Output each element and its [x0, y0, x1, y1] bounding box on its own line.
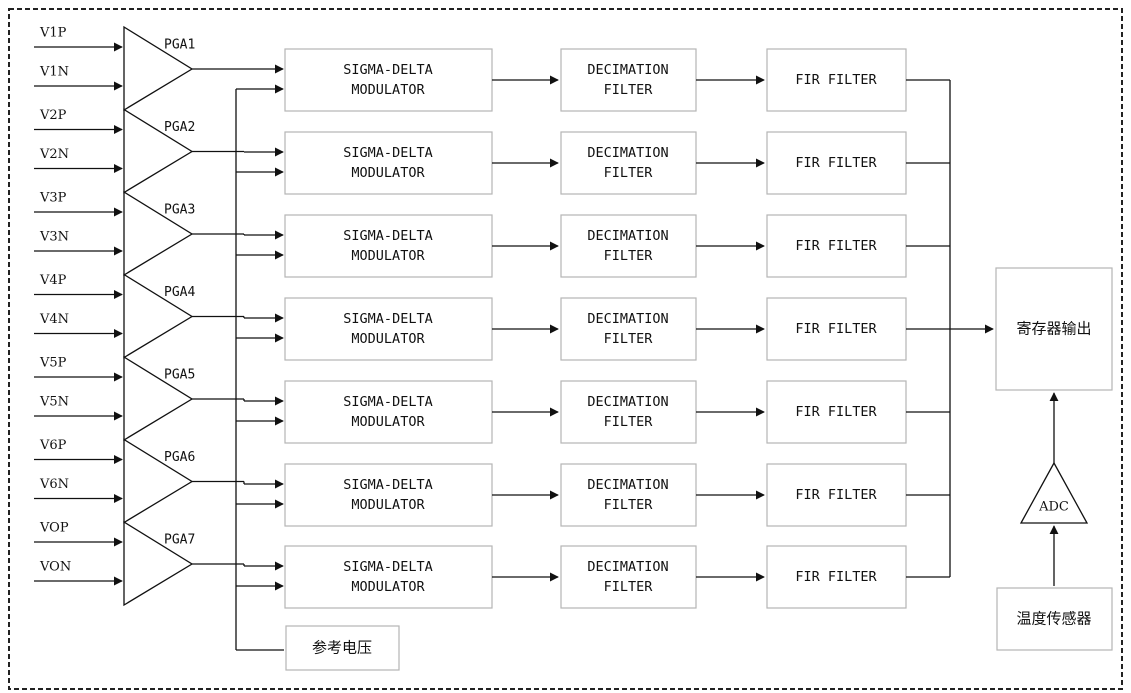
input-label-v1p: V1P [39, 26, 67, 41]
decimation-label-line2-2: FILTER [604, 165, 654, 181]
decimation-filter-box-3 [560, 214, 697, 278]
temperature-sensor-label: 温度传感器 [1016, 610, 1091, 628]
decimation-label-line2-5: FILTER [604, 414, 654, 430]
pga-amplifier-6 [123, 438, 194, 524]
pga-label-4: PGA4 [164, 285, 195, 300]
decimation-label-line2-3: FILTER [604, 248, 654, 264]
fir-label-5: FIR FILTER [795, 404, 877, 420]
decimation-label-line1-3: DECIMATION [587, 228, 668, 244]
input-label-v4n: V4N [39, 312, 69, 327]
modulator-label-line1-1: SIGMA-DELTA [343, 62, 432, 78]
modulator-label-line1-7: SIGMA-DELTA [343, 559, 432, 575]
modulator-label-line1-4: SIGMA-DELTA [343, 311, 432, 327]
modulator-label-line1-2: SIGMA-DELTA [343, 145, 432, 161]
input-label-v3n: V3N [39, 230, 69, 245]
input-label-v1n: V1N [39, 65, 69, 80]
decimation-label-line1-2: DECIMATION [587, 145, 668, 161]
reference-voltage-label: 参考电压 [312, 639, 372, 657]
fir-label-4: FIR FILTER [795, 321, 877, 337]
fir-filter-box-5 [766, 380, 907, 444]
pga-amplifier-1 [123, 25, 194, 112]
modulator-label-line1-5: SIGMA-DELTA [343, 394, 432, 410]
decimation-label-line1-5: DECIMATION [587, 394, 668, 410]
adc-triangle [1019, 461, 1089, 524]
fir-label-3: FIR FILTER [795, 238, 877, 254]
fir-filter-box-1 [766, 48, 907, 112]
pga-amplifier-4 [123, 273, 194, 359]
fir-filter-box-4 [766, 297, 907, 361]
input-label-v2p: V2P [39, 108, 67, 123]
sigma-delta-modulator-box-1 [284, 48, 493, 112]
input-label-v6p: V6P [39, 438, 67, 453]
decimation-label-line1-4: DECIMATION [587, 311, 668, 327]
register-output-label: 寄存器输出 [1016, 320, 1091, 338]
pga-amplifier-5 [123, 355, 194, 442]
input-label-v5p: V5P [39, 356, 67, 371]
modulator-label-line1-3: SIGMA-DELTA [343, 228, 432, 244]
decimation-filter-box-5 [560, 380, 697, 444]
pga-label-5: PGA5 [164, 368, 195, 383]
decimation-label-line2-1: FILTER [604, 82, 654, 98]
dashed-frame [8, 8, 1123, 690]
decimation-filter-box-4 [560, 297, 697, 361]
pga-label-3: PGA3 [164, 203, 195, 218]
modulator-label-line2-2: MODULATOR [351, 165, 425, 181]
decimation-label-line2-6: FILTER [604, 497, 654, 513]
input-label-von: VON [39, 560, 71, 575]
decimation-label-line2-4: FILTER [604, 331, 654, 347]
decimation-filter-box-6 [560, 463, 697, 527]
input-label-v2n: V2N [39, 147, 69, 162]
register-output-box [995, 267, 1113, 391]
adc-label: ADC [1038, 500, 1069, 515]
modulator-label-line2-3: MODULATOR [351, 248, 425, 264]
decimation-label-line1-7: DECIMATION [587, 559, 668, 575]
pga-label-7: PGA7 [164, 533, 195, 548]
temperature-sensor-box [996, 587, 1113, 651]
decimation-filter-box-2 [560, 131, 697, 195]
pga-label-1: PGA1 [164, 38, 195, 53]
fir-label-7: FIR FILTER [795, 569, 877, 585]
input-label-v4p: V4P [39, 273, 67, 288]
decimation-filter-box-7 [560, 545, 697, 609]
fir-label-2: FIR FILTER [795, 155, 877, 171]
decimation-filter-box-1 [560, 48, 697, 112]
fir-label-6: FIR FILTER [795, 487, 877, 503]
modulator-label-line2-5: MODULATOR [351, 414, 425, 430]
input-label-v5n: V5N [39, 395, 69, 410]
reference-voltage-box [285, 625, 400, 671]
pga-label-6: PGA6 [164, 450, 195, 465]
modulator-label-line2-6: MODULATOR [351, 497, 425, 513]
input-label-vop: VOP [39, 521, 69, 536]
decimation-label-line1-1: DECIMATION [587, 62, 668, 78]
pga-amplifier-7 [123, 520, 194, 607]
input-label-v3p: V3P [39, 191, 67, 206]
decimation-label-line2-7: FILTER [604, 579, 654, 595]
modulator-label-line2-4: MODULATOR [351, 331, 425, 347]
decimation-label-line1-6: DECIMATION [587, 477, 668, 493]
sigma-delta-modulator-box-4 [284, 297, 493, 361]
pga-amplifier-3 [123, 190, 194, 277]
sigma-delta-modulator-box-2 [284, 131, 493, 195]
sigma-delta-modulator-box-6 [284, 463, 493, 527]
sigma-delta-modulator-box-3 [284, 214, 493, 278]
modulator-label-line2-7: MODULATOR [351, 579, 425, 595]
fir-filter-box-7 [766, 545, 907, 609]
modulator-label-line1-6: SIGMA-DELTA [343, 477, 432, 493]
fir-label-1: FIR FILTER [795, 72, 877, 88]
pga-label-2: PGA2 [164, 120, 195, 135]
input-label-v6n: V6N [39, 477, 69, 492]
pga-amplifier-2 [123, 108, 194, 194]
modulator-label-line2-1: MODULATOR [351, 82, 425, 98]
sigma-delta-modulator-box-5 [284, 380, 493, 444]
sigma-delta-modulator-box-7 [284, 545, 493, 609]
